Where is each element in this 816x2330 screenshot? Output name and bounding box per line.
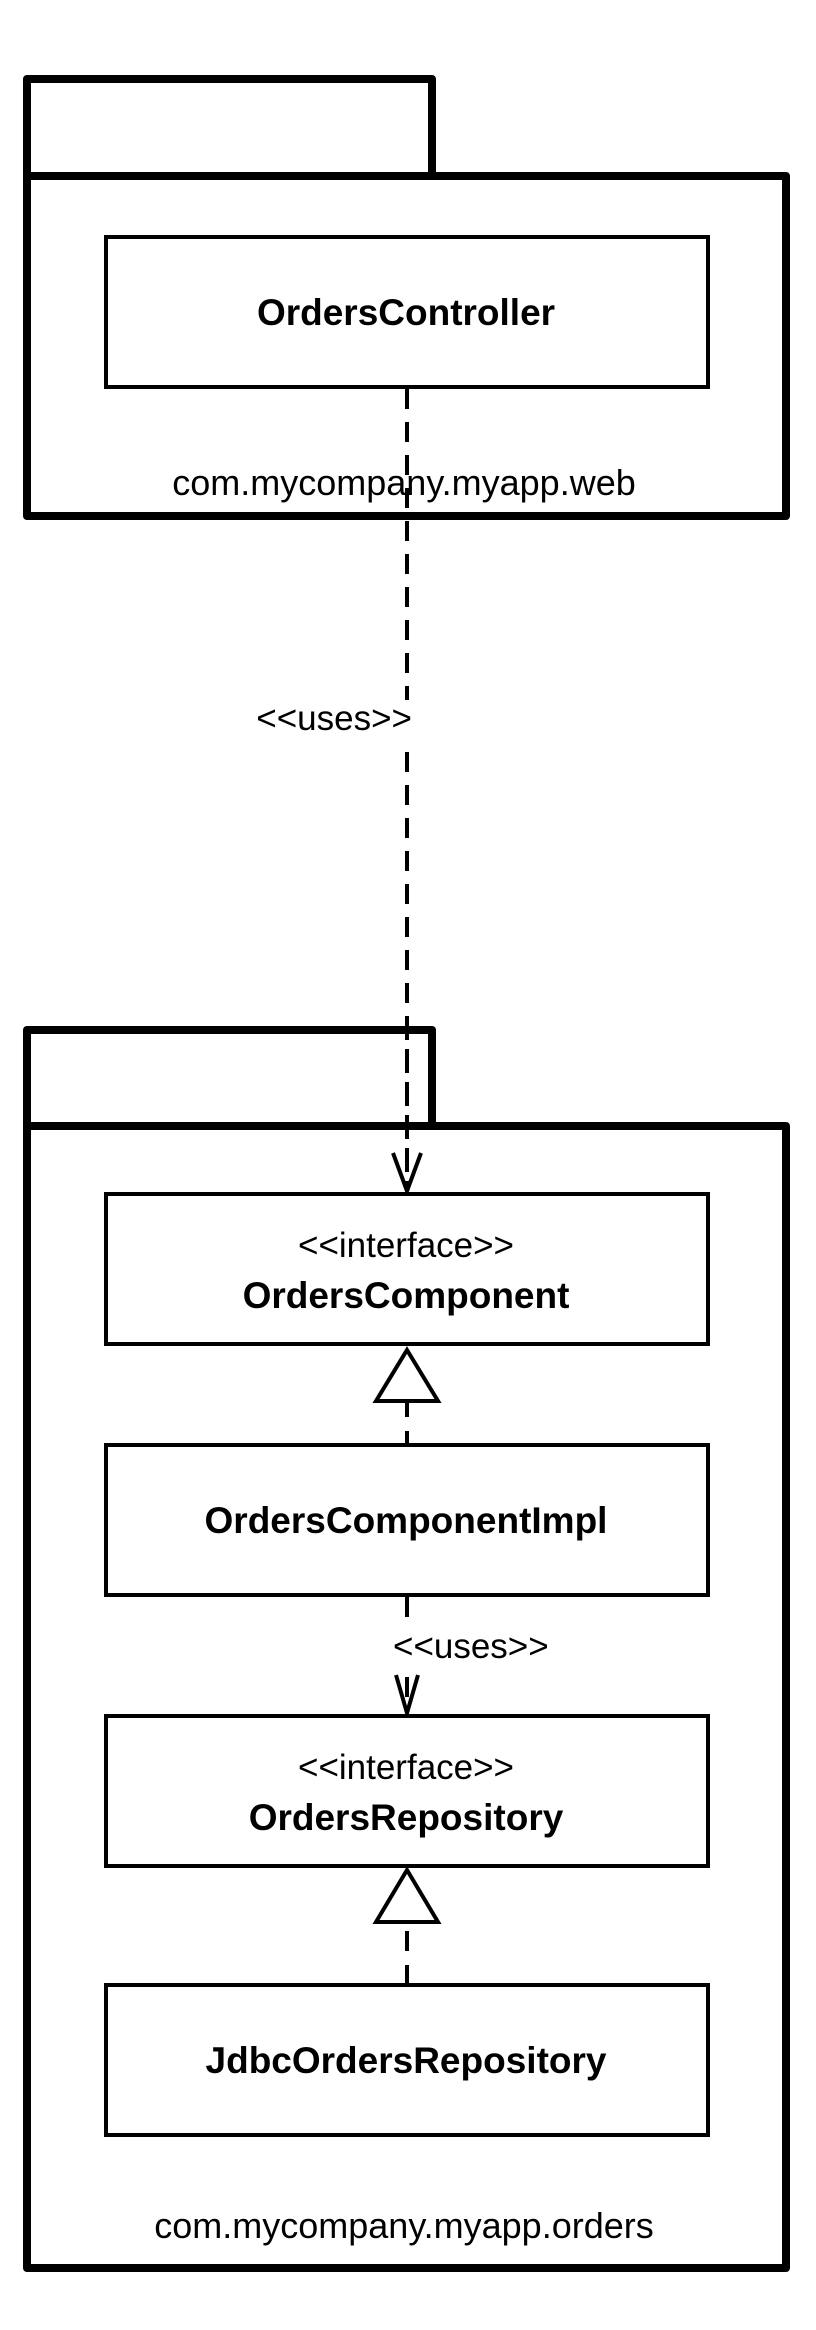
package-web-body [23,172,790,520]
class-box[interactable] [104,1443,710,1597]
dependency-controller-to-component: <<uses>> [256,389,423,1197]
dependency-impl-to-repository: <<uses>> [393,1597,549,1721]
class-jdbc-orders-repository[interactable]: JdbcOrdersRepository [104,1983,710,2137]
class-orders-component[interactable]: <<interface>> OrdersComponent [104,1192,710,1346]
label-backdrop [392,700,422,742]
realization-impl-to-component [372,1346,442,1445]
class-name: OrdersComponentImpl [205,1500,608,1541]
class-stereotype: <<interface>> [298,1748,514,1787]
package-web-tab [23,75,436,176]
package-web-label: com.mycompany.myapp.web [172,462,636,503]
class-box[interactable] [104,1983,710,2137]
hollow-triangle-arrowhead-icon [372,1866,442,1924]
class-orders-controller[interactable]: OrdersController [104,235,710,389]
hollow-triangle-arrowhead-icon [372,1346,442,1403]
class-box[interactable] [104,1192,710,1346]
class-name: JdbcOrdersRepository [206,2040,607,2081]
class-orders-component-impl[interactable]: OrdersComponentImpl [104,1443,710,1597]
package-web: com.mycompany.myapp.web [23,75,790,520]
realization-jdbc-to-repository [372,1866,442,1985]
uses-label: <<uses>> [256,699,412,738]
class-stereotype: <<interface>> [298,1226,514,1265]
class-name: OrdersController [257,292,555,333]
class-name: OrdersComponent [243,1275,570,1316]
class-box[interactable] [104,1714,710,1868]
uses-label: <<uses>> [393,1627,549,1666]
class-orders-repository[interactable]: <<interface>> OrdersRepository [104,1714,710,1868]
open-arrowhead-icon [394,1674,420,1721]
class-box[interactable] [104,235,710,389]
class-name: OrdersRepository [249,1797,564,1838]
open-arrowhead-icon [391,1152,423,1197]
package-orders-tab [23,1026,436,1126]
package-orders-label: com.mycompany.myapp.orders [154,2205,654,2246]
